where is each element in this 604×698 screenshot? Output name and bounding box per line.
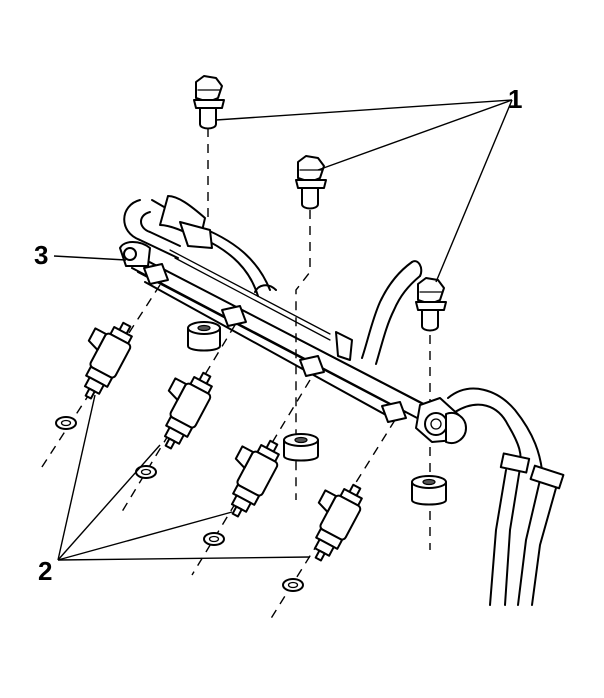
bolt-2 — [295, 155, 327, 210]
spacer-3 — [411, 475, 447, 506]
bolt-3 — [415, 277, 447, 332]
line-clip-1 — [499, 452, 531, 474]
o-ring-1 — [55, 416, 77, 430]
bolt-1 — [193, 75, 225, 130]
spacer-2 — [283, 433, 319, 462]
fuel-supply-lines — [447, 387, 565, 606]
rail-end-port — [123, 247, 137, 261]
rail-injector-pocket-3 — [299, 355, 325, 377]
rail-hoses — [123, 195, 423, 365]
callout-3-label: 3 — [34, 240, 48, 270]
rail-injector-pocket-4 — [381, 401, 407, 423]
fuel-injector-1 — [83, 321, 133, 400]
callout-1-label: 1 — [508, 84, 522, 114]
fuel-injector-2 — [163, 371, 213, 450]
rail-bracket — [335, 331, 353, 361]
pressure-fitting-nut — [424, 412, 448, 436]
spacer-1 — [187, 321, 221, 352]
line-clip-2 — [529, 464, 565, 490]
callout-2-label: 2 — [38, 556, 52, 586]
o-ring-3 — [203, 532, 225, 546]
pressure-fitting-cap — [445, 412, 467, 444]
fuel-injector-3 — [230, 439, 280, 518]
o-ring-4 — [282, 578, 304, 592]
rail-injector-pocket-2 — [221, 305, 247, 327]
fuel-rail — [119, 241, 467, 444]
hose-crimp — [179, 221, 213, 249]
leader-lines — [53, 99, 513, 561]
o-rings — [55, 416, 304, 592]
rail-injector-pocket-1 — [143, 263, 169, 285]
fuel-injector-4 — [313, 483, 363, 562]
